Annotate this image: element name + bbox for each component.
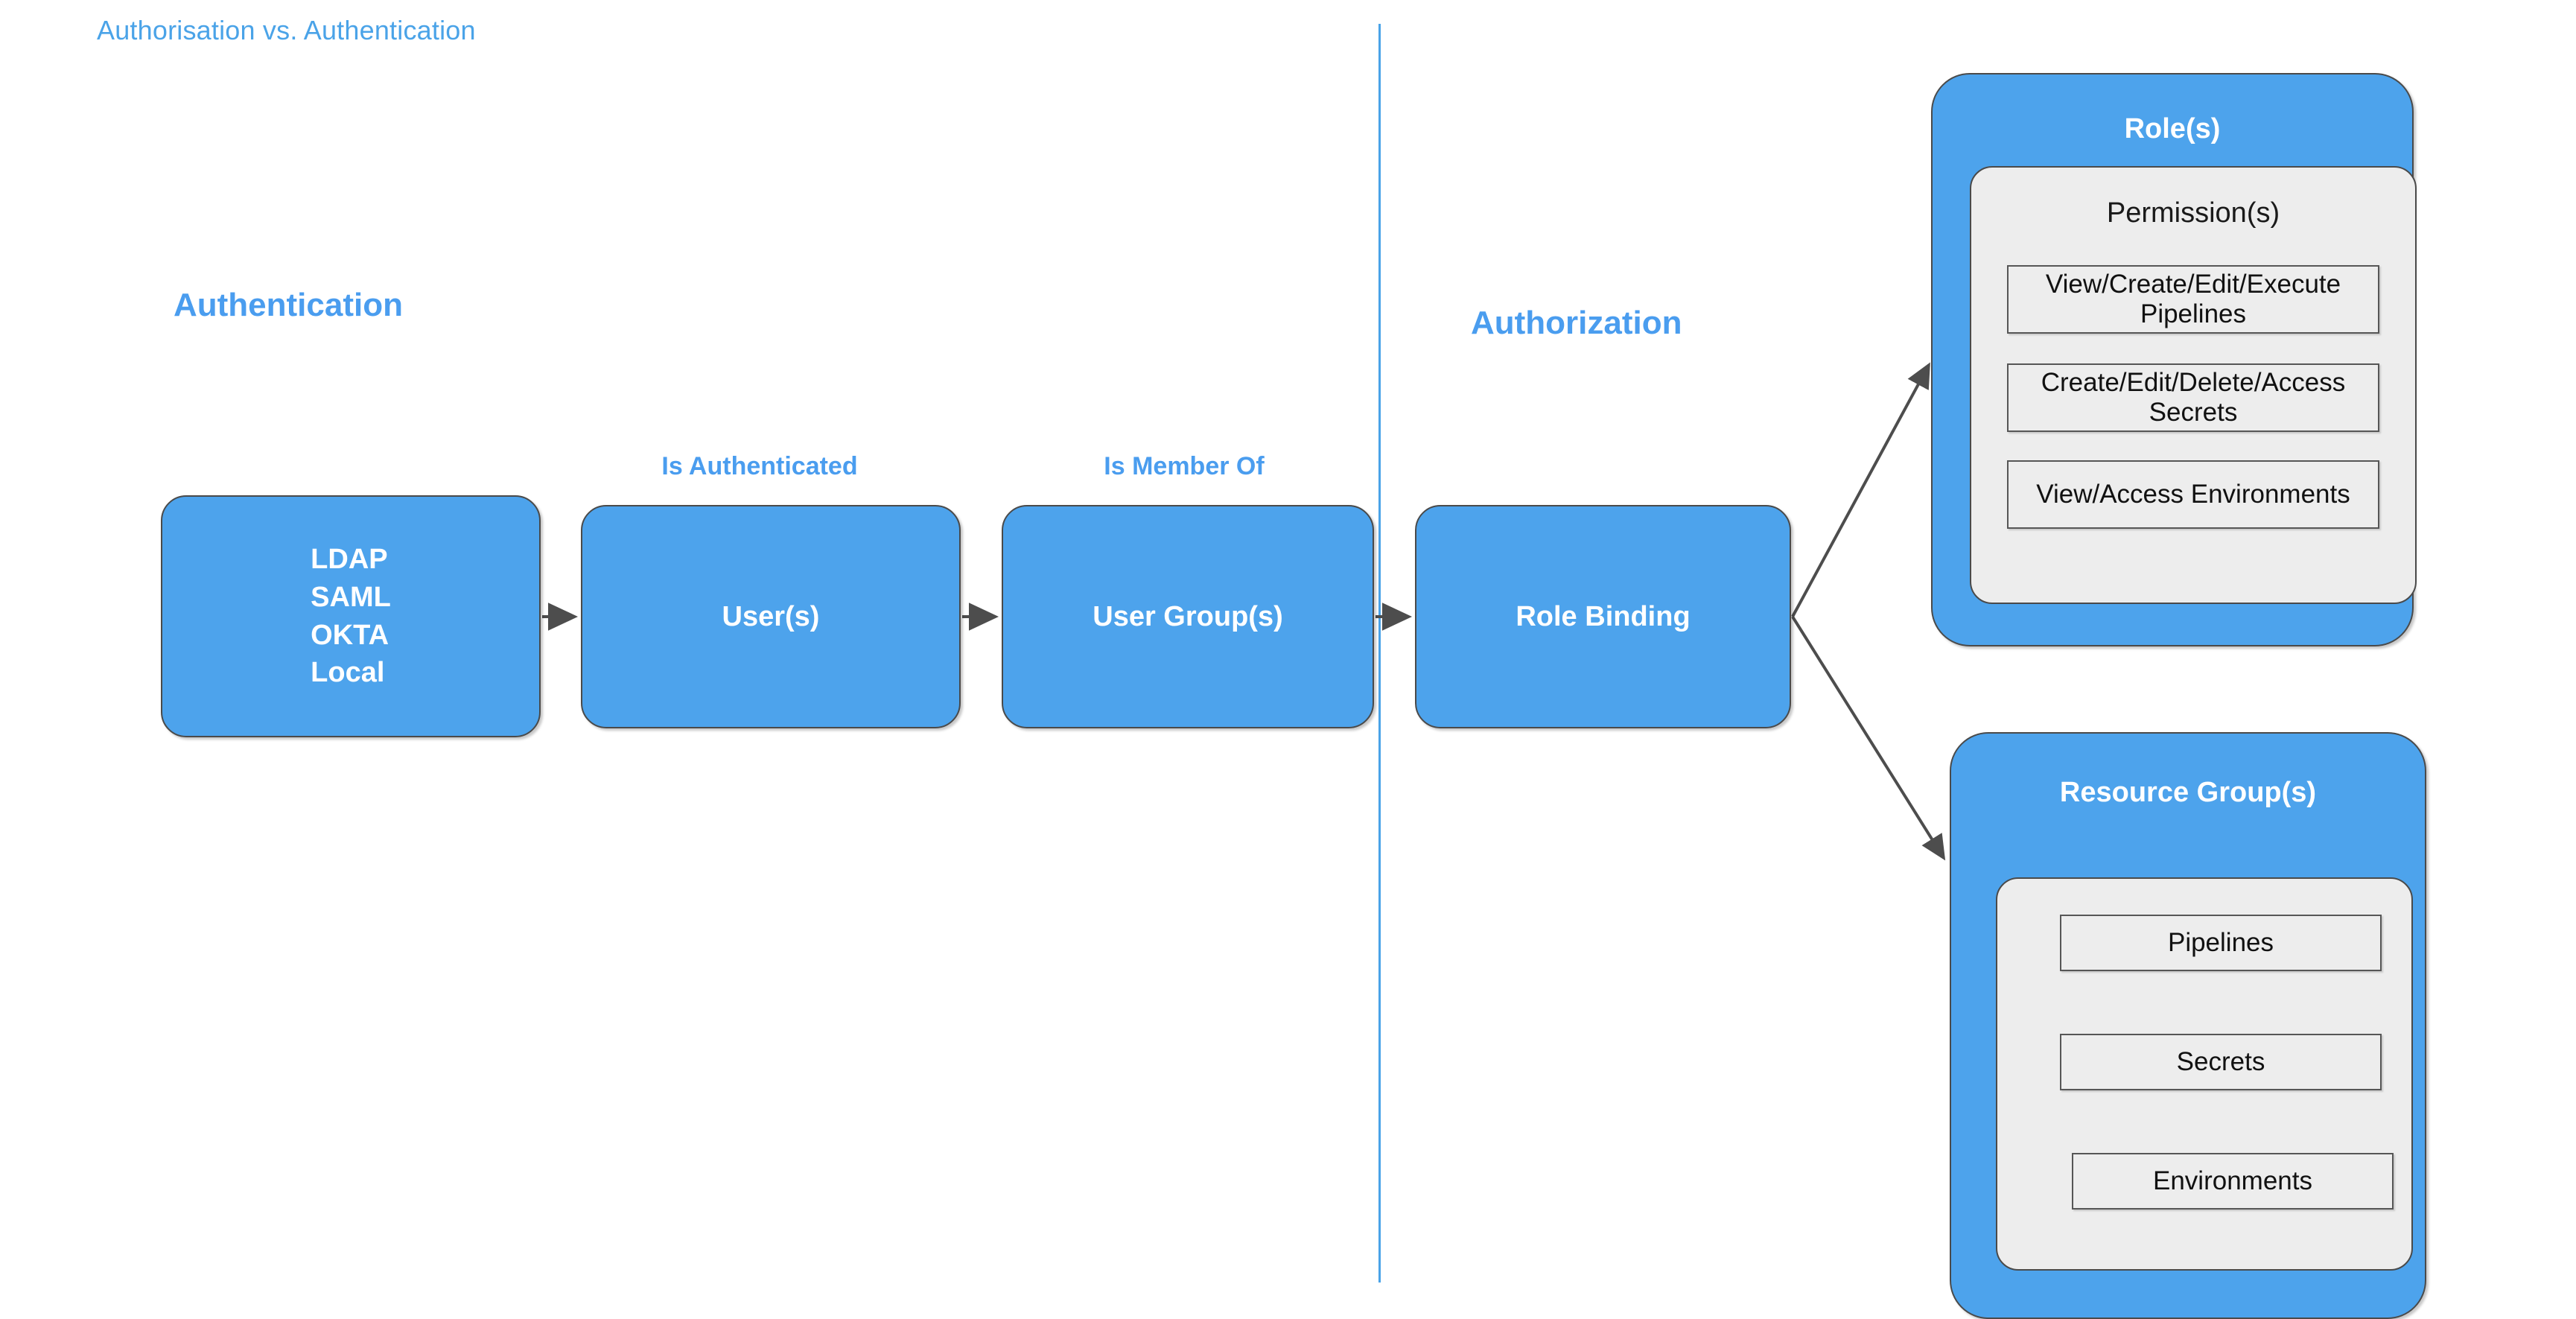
permission-chip[interactable]: View/Create/Edit/Execute Pipelines (2007, 265, 2379, 334)
permission-chip[interactable]: Create/Edit/Delete/Access Secrets (2007, 363, 2379, 432)
identity-provider-item: SAML (311, 581, 391, 613)
permission-chip[interactable]: View/Access Environments (2007, 460, 2379, 529)
authentication-authorization-divider (1378, 24, 1381, 1283)
role-binding-box-label: Role Binding (1516, 600, 1691, 632)
users-box[interactable]: User(s) (581, 505, 961, 728)
user-groups-box-label: User Group(s) (1093, 600, 1283, 632)
identity-provider-item: Local (311, 657, 385, 689)
identity-provider-item: OKTA (311, 619, 389, 651)
section-heading-authentication: Authentication (174, 287, 403, 323)
users-box-label: User(s) (722, 600, 820, 632)
permissions-panel-title: Permission(s) (2106, 197, 2280, 229)
edge-label-is-authenticated: Is Authenticated (661, 452, 858, 480)
identity-provider-item: LDAP (311, 544, 388, 576)
resource-chip[interactable]: Pipelines (2060, 915, 2382, 971)
resource-chip[interactable]: Environments (2072, 1153, 2394, 1210)
page-title: Authorisation vs. Authentication (97, 15, 476, 45)
identity-providers-list: LDAP SAML OKTA Local (311, 541, 391, 691)
role-binding-box[interactable]: Role Binding (1415, 505, 1791, 728)
resource-group-title: Resource Group(s) (2059, 777, 2317, 808)
identity-providers-box[interactable]: LDAP SAML OKTA Local (161, 495, 541, 737)
section-heading-authorization: Authorization (1471, 305, 1682, 341)
edge-label-is-member-of: Is Member Of (1104, 452, 1265, 480)
roles-group-title: Role(s) (2124, 113, 2221, 144)
resource-chip[interactable]: Secrets (2060, 1034, 2382, 1090)
user-groups-box[interactable]: User Group(s) (1002, 505, 1374, 728)
